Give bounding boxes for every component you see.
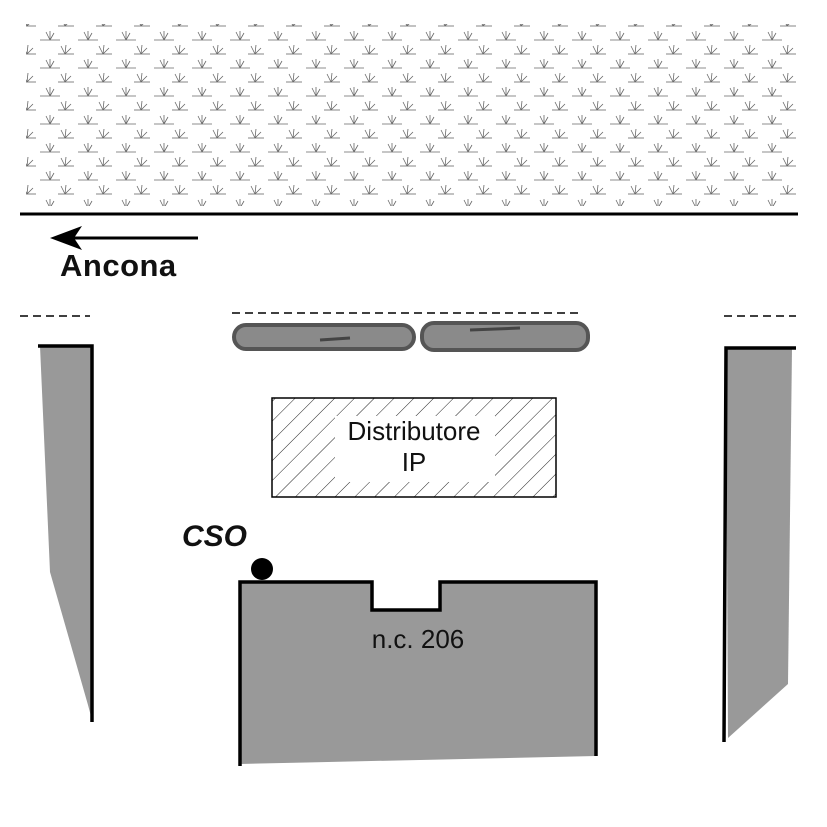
building-right-outline	[722, 346, 796, 743]
vegetation-area	[26, 24, 796, 206]
fuel-station-label-bg	[335, 416, 495, 482]
hedge-texture	[469, 326, 521, 332]
building-left	[40, 346, 92, 720]
building-left-outline	[38, 344, 94, 722]
filled-circle-icon	[251, 558, 273, 580]
building-206	[240, 582, 596, 764]
building-206-outline	[238, 580, 598, 766]
station-label-line1: Distributore	[347, 416, 481, 446]
station-label-line2: IP	[401, 447, 427, 477]
hedge-texture	[319, 336, 351, 342]
building-label: n.c. 206	[371, 624, 465, 654]
hedge-right	[420, 321, 590, 352]
station-label: Distributore IP	[272, 416, 556, 478]
marker-label: CSO	[182, 520, 248, 553]
hedge-left	[232, 323, 416, 351]
left-arrow-icon	[50, 226, 198, 250]
building-right	[726, 348, 792, 738]
direction-label: Ancona	[60, 248, 177, 283]
